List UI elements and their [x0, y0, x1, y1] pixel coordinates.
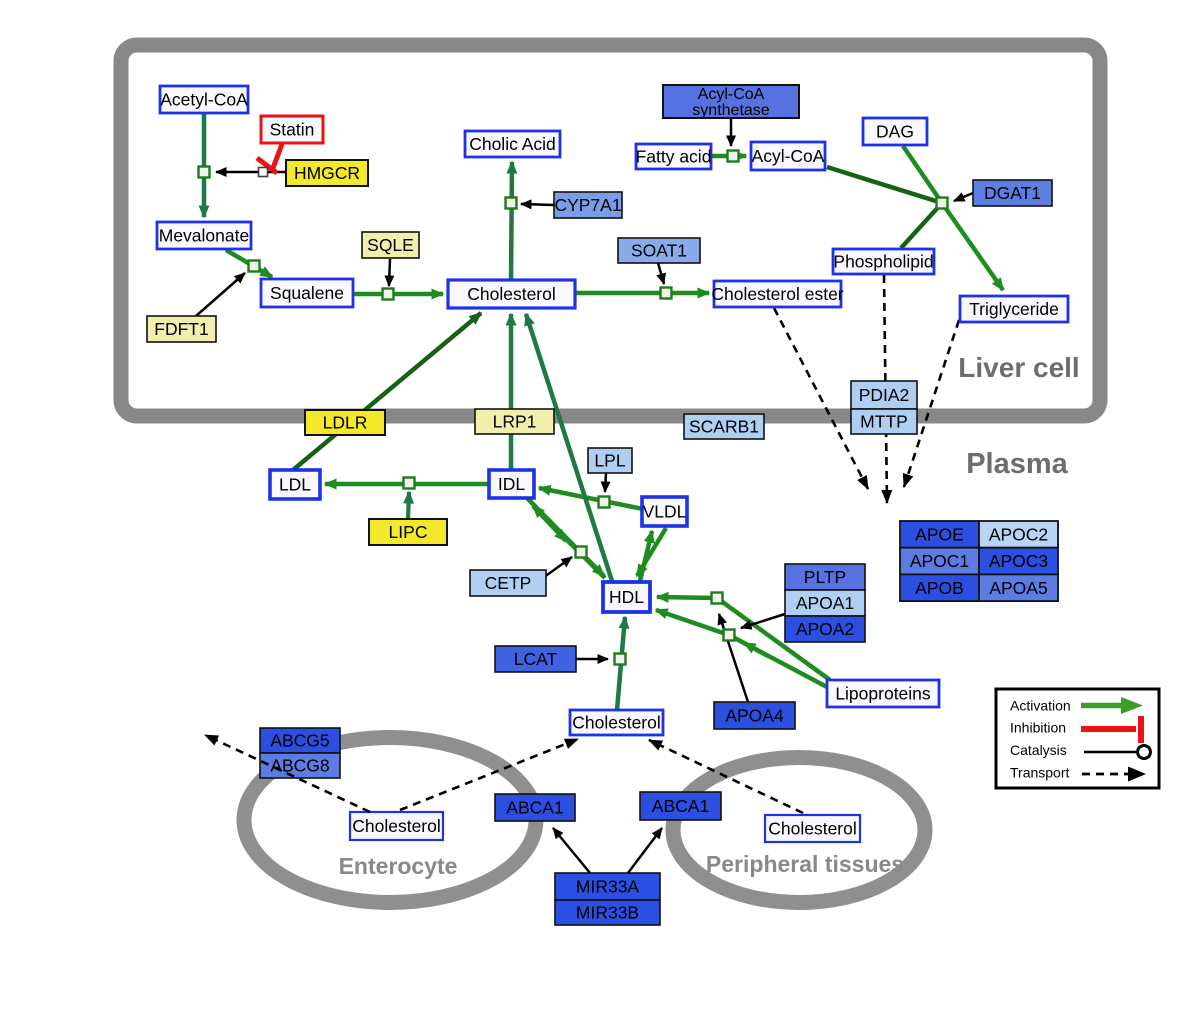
svg-text:APOA1: APOA1 — [796, 593, 854, 613]
svg-text:PDIA2: PDIA2 — [859, 385, 910, 405]
svg-text:Cholesterol: Cholesterol — [467, 284, 556, 304]
svg-text:LRP1: LRP1 — [493, 412, 537, 432]
svg-text:MIR33A: MIR33A — [576, 877, 640, 897]
svg-text:Triglyceride: Triglyceride — [969, 299, 1059, 319]
svg-text:Phospholipid: Phospholipid — [833, 252, 933, 272]
svg-text:LDLR: LDLR — [323, 413, 368, 433]
svg-text:SCARB1: SCARB1 — [689, 417, 759, 437]
svg-text:Catalysis: Catalysis — [1010, 742, 1067, 758]
svg-text:LDL: LDL — [279, 475, 311, 495]
svg-text:Lipoproteins: Lipoproteins — [835, 684, 931, 704]
svg-text:DAG: DAG — [876, 122, 914, 142]
svg-text:Cholesterol: Cholesterol — [352, 816, 441, 836]
svg-text:CETP: CETP — [485, 573, 532, 593]
svg-text:Cholesterol ester: Cholesterol ester — [711, 284, 843, 304]
svg-text:Cholic Acid: Cholic Acid — [469, 134, 556, 154]
svg-text:Mevalonate: Mevalonate — [159, 226, 249, 246]
svg-text:SOAT1: SOAT1 — [631, 241, 687, 261]
svg-text:LIPC: LIPC — [389, 522, 428, 542]
svg-text:APOB: APOB — [915, 578, 964, 598]
svg-text:Plasma: Plasma — [966, 448, 1068, 480]
svg-text:Peripheral tissues: Peripheral tissues — [706, 851, 904, 877]
svg-text:MTTP: MTTP — [860, 412, 908, 432]
svg-text:APOE: APOE — [915, 524, 964, 544]
svg-text:VLDL: VLDL — [643, 502, 687, 522]
svg-text:FDFT1: FDFT1 — [154, 319, 208, 339]
svg-text:Cholesterol: Cholesterol — [768, 819, 857, 839]
svg-text:ABCA1: ABCA1 — [506, 798, 563, 818]
svg-text:APOC2: APOC2 — [989, 524, 1048, 544]
svg-text:LPL: LPL — [594, 451, 625, 471]
svg-text:ABCG8: ABCG8 — [270, 756, 329, 776]
svg-text:IDL: IDL — [498, 474, 526, 494]
svg-text:Enterocyte: Enterocyte — [339, 853, 458, 879]
svg-text:MIR33B: MIR33B — [576, 903, 639, 923]
svg-text:APOA2: APOA2 — [796, 619, 854, 639]
svg-text:Statin: Statin — [270, 120, 315, 140]
svg-text:APOC3: APOC3 — [989, 551, 1048, 571]
svg-text:LCAT: LCAT — [514, 649, 558, 669]
svg-text:Transport: Transport — [1010, 765, 1070, 781]
svg-text:Cholesterol: Cholesterol — [572, 713, 661, 733]
svg-text:DGAT1: DGAT1 — [984, 183, 1041, 203]
svg-text:APOA4: APOA4 — [725, 706, 784, 726]
svg-text:HDL: HDL — [609, 587, 644, 607]
svg-text:synthetase: synthetase — [692, 102, 769, 119]
svg-text:ABCA1: ABCA1 — [652, 796, 709, 816]
svg-text:CYP7A1: CYP7A1 — [554, 195, 621, 215]
svg-text:Acetyl-CoA: Acetyl-CoA — [160, 90, 248, 110]
svg-text:Activation: Activation — [1010, 698, 1071, 714]
svg-text:ABCG5: ABCG5 — [270, 731, 329, 751]
svg-text:APOC1: APOC1 — [910, 551, 969, 571]
svg-text:Acyl-CoA: Acyl-CoA — [698, 86, 765, 103]
svg-text:Acyl-CoA: Acyl-CoA — [752, 146, 825, 166]
svg-text:Inhibition: Inhibition — [1010, 720, 1066, 736]
svg-text:Squalene: Squalene — [270, 283, 344, 303]
svg-text:SQLE: SQLE — [367, 235, 414, 255]
svg-text:HMGCR: HMGCR — [294, 163, 360, 183]
svg-text:Liver cell: Liver cell — [958, 352, 1079, 383]
svg-text:APOA5: APOA5 — [989, 578, 1047, 598]
svg-text:PLTP: PLTP — [804, 567, 846, 587]
svg-text:Fatty acid: Fatty acid — [636, 147, 712, 167]
